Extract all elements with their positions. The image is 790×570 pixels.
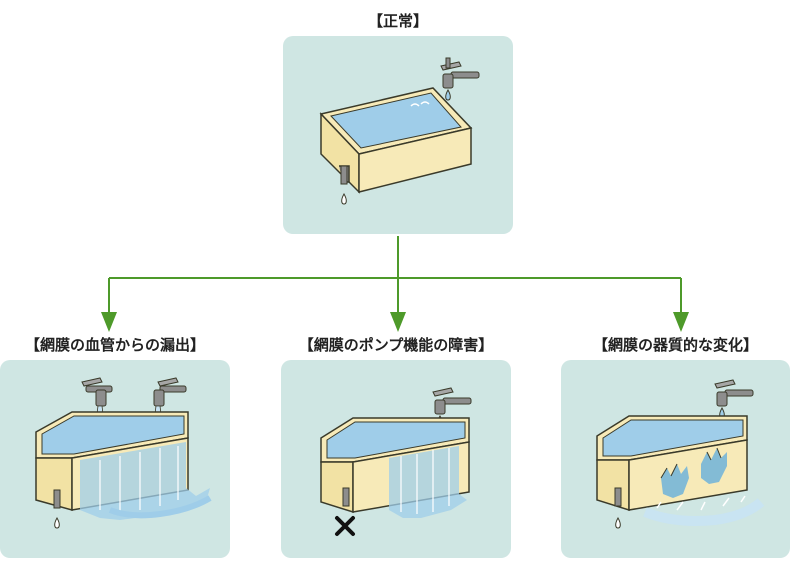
drain-icon xyxy=(614,487,622,529)
child-label-leakage: 【網膜の血管からの漏出】 xyxy=(24,336,205,354)
top-label: 【正常】 xyxy=(367,12,428,30)
panel-structural xyxy=(561,360,790,558)
blocked-cross-icon xyxy=(335,516,355,536)
faucet-icon xyxy=(440,57,480,101)
tub-normal-illustration xyxy=(319,57,480,205)
panel-leakage xyxy=(0,360,230,558)
child-label-pump: 【網膜のポンプ機能の障害】 xyxy=(298,336,494,354)
faucet-icon xyxy=(432,387,472,427)
faucet-icon xyxy=(714,379,754,419)
tub-pump-illustration xyxy=(320,387,472,536)
tub-leakage-illustration xyxy=(35,377,212,529)
panel-pump xyxy=(281,360,511,558)
child-label-structural: 【網膜の器質的な変化】 xyxy=(592,336,758,354)
panel-normal xyxy=(283,36,513,234)
drain-icon xyxy=(339,165,350,205)
crack-burst-icon xyxy=(660,447,727,498)
drain-icon xyxy=(342,487,350,507)
drain-icon xyxy=(53,489,61,529)
tub-structural-illustration xyxy=(596,379,765,529)
faucet-icon xyxy=(81,377,113,425)
